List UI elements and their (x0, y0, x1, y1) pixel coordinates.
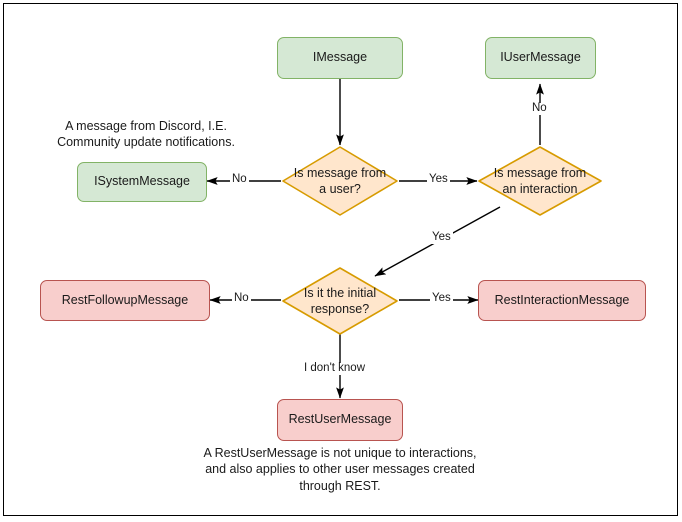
node-is-message-from-interaction-label: Is message from an interaction (493, 165, 587, 196)
node-restinteractionmessage[interactable]: RestInteractionMessage (478, 280, 646, 321)
node-imessage-label: IMessage (312, 50, 368, 65)
node-restusermessage-label: RestUserMessage (288, 412, 392, 427)
node-restinteractionmessage-label: RestInteractionMessage (494, 292, 630, 307)
node-imessage[interactable]: IMessage (277, 37, 403, 79)
edge-label-initial-no: No (232, 292, 251, 305)
diamond-shape (478, 146, 602, 216)
node-iusermessage-label: IUserMessage (500, 50, 581, 65)
edge-label-interaction-yes: Yes (430, 231, 453, 244)
node-isystemmessage[interactable]: ISystemMessage (77, 162, 207, 202)
node-is-initial-response-label: Is it the initial response? (303, 285, 377, 316)
node-is-message-from-user[interactable]: Is message from a user? (281, 145, 399, 217)
node-restusermessage[interactable]: RestUserMessage (277, 399, 403, 441)
edge-label-interaction-no: No (530, 102, 549, 115)
node-restfollowupmessage-label: RestFollowupMessage (61, 292, 189, 307)
node-is-initial-response[interactable]: Is it the initial response? (281, 266, 399, 336)
edge-label-user-yes: Yes (427, 173, 450, 186)
node-isystemmessage-label: ISystemMessage (94, 174, 190, 189)
edge-label-initial-yes: Yes (430, 292, 453, 305)
node-restfollowupmessage[interactable]: RestFollowupMessage (40, 280, 210, 321)
edge-label-user-no: No (230, 173, 249, 186)
diamond-shape (282, 146, 398, 216)
caption-restusermessage-note: A RestUserMessage is not unique to inter… (203, 446, 477, 493)
edge-label-initial-unknown: I don't know (302, 362, 368, 375)
node-iusermessage[interactable]: IUserMessage (485, 37, 596, 79)
node-is-message-from-user-label: Is message from a user? (293, 165, 387, 196)
caption-system-note: A message from Discord, I.E. Community u… (57, 119, 235, 150)
node-is-message-from-interaction[interactable]: Is message from an interaction (477, 145, 603, 217)
diamond-shape (282, 267, 398, 335)
